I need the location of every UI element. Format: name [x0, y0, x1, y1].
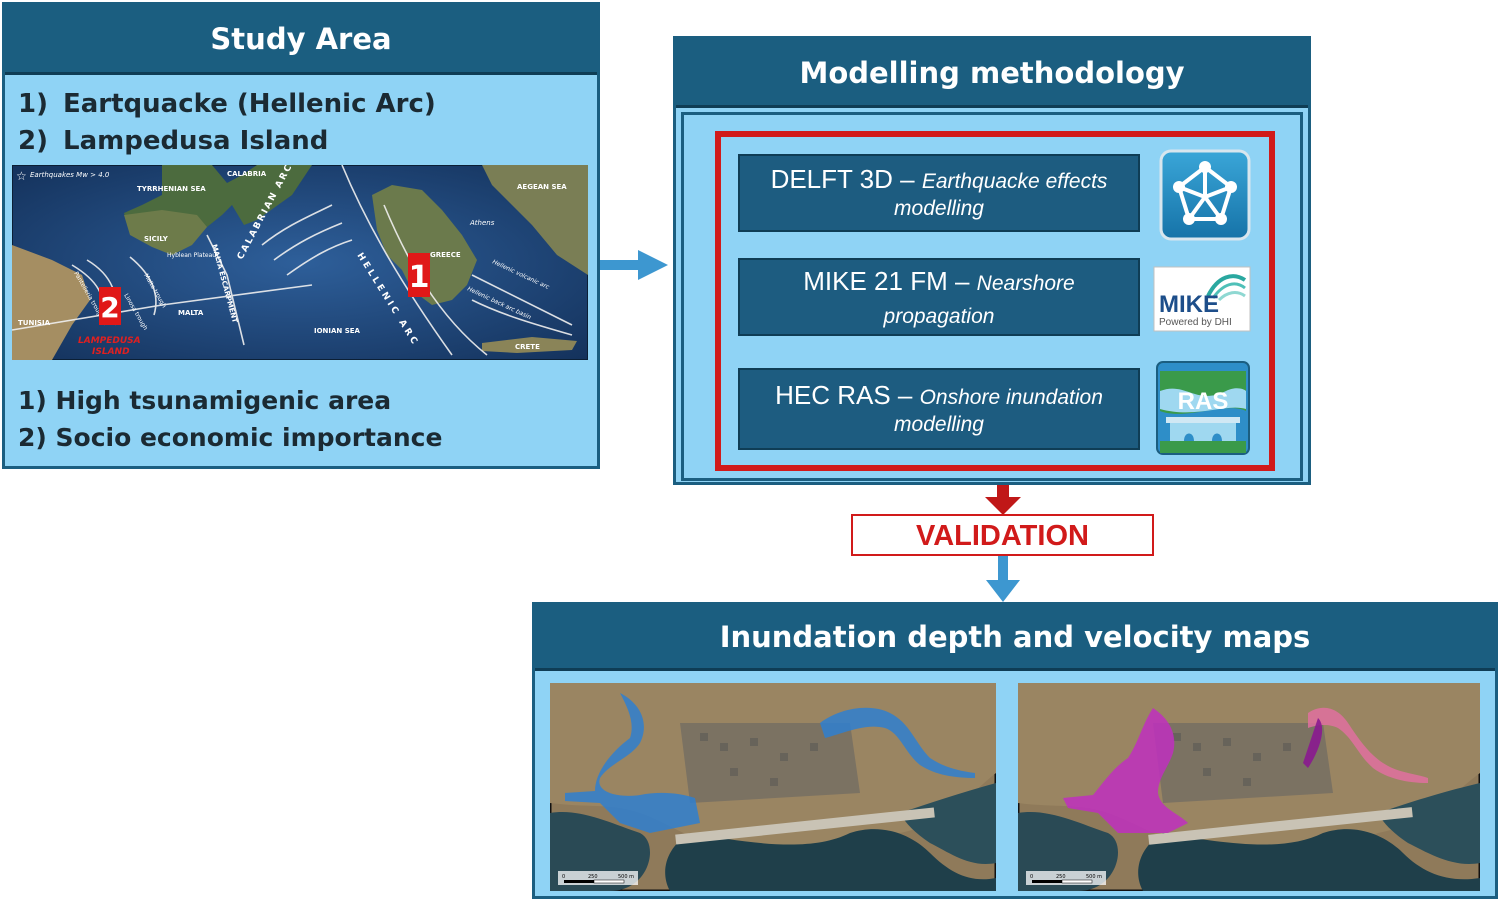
- velocity-scale-250: 250: [1056, 874, 1066, 880]
- velocity-flood-west: [1063, 708, 1188, 833]
- velocity-scale-0: 0: [1030, 874, 1033, 880]
- step-hecras: HEC RAS – Onshore inundation modelling: [738, 368, 1140, 450]
- velocity-flood-east: [1308, 707, 1428, 783]
- results-panel: Inundation depth and velocity maps 0 250…: [532, 602, 1498, 899]
- map-label-sicily: SICILY: [144, 235, 169, 243]
- step-mike21-sub2: propagation: [883, 305, 995, 328]
- results-title: Inundation depth and velocity maps: [535, 605, 1495, 671]
- map-land-turkey: [482, 165, 588, 275]
- map-marker-2-box: [99, 287, 121, 325]
- inundation-depth-map: 0 250 500 m: [550, 683, 996, 891]
- map-marker-1: 1: [409, 260, 430, 295]
- map-label-hyblean: Hyblean Plateau: [167, 252, 216, 259]
- map-legend-text: Earthquakes Mw > 4.0: [30, 171, 110, 179]
- ras-logo-icon: RAS: [1156, 361, 1250, 455]
- step-mike21: MIKE 21 FM – Nearshore propagation: [738, 258, 1140, 336]
- step-delft3d: DELFT 3D – Earthquacke effects modelling: [738, 154, 1140, 232]
- map-legend-star-icon: ☆: [16, 169, 27, 183]
- depth-flood-west: [565, 693, 700, 833]
- map-land-crete: [482, 337, 577, 353]
- study-item-2-text: Lampedusa Island: [63, 126, 329, 156]
- step-hecras-sub1: Onshore inundation: [919, 386, 1103, 409]
- map-land-greece: [372, 185, 477, 305]
- ras-logo-text: RAS: [1178, 388, 1229, 415]
- map-sea: [12, 165, 588, 360]
- map-label-lampedusa: LAMPEDUSA: [78, 336, 141, 346]
- map-label-aegean: AEGEAN SEA: [517, 183, 567, 191]
- map-marker-2: 2: [100, 291, 119, 324]
- validation-box: VALIDATION: [851, 514, 1154, 556]
- methodology-title: Modelling methodology: [676, 39, 1308, 108]
- map-label-tyrrhenian: TYRRHENIAN SEA: [137, 185, 206, 193]
- inundation-velocity-map: 0 250 500 m: [1018, 683, 1480, 891]
- step-delft3d-dash: –: [892, 164, 922, 194]
- delft3d-logo-icon: [1159, 149, 1251, 241]
- mike-logo-icon: MIKE Powered by DHI: [1153, 266, 1251, 332]
- study-item-1-text: Eartquacke (Hellenic Arc): [63, 89, 436, 119]
- velocity-scale-500: 500 m: [1086, 874, 1102, 880]
- map-label-crete: CRETE: [515, 343, 540, 351]
- mediterranean-map: ☆ Earthquakes Mw > 4.0 TYRRHENIAN SEA CA…: [12, 165, 588, 360]
- depth-flood-east: [820, 707, 975, 778]
- step-delft3d-main: DELFT 3D: [770, 164, 893, 194]
- map-label-athens: Athens: [469, 219, 495, 227]
- map-land-tunisia: [12, 245, 90, 360]
- map-label-ionian: IONIAN SEA: [314, 327, 361, 335]
- map-land-sicily: [124, 210, 207, 255]
- arrow-right: [600, 250, 668, 280]
- step-delft3d-sub2: modelling: [894, 197, 984, 220]
- step-hecras-dash: –: [890, 380, 920, 410]
- depth-scale-250: 250: [588, 874, 598, 880]
- study-item-2-num: 2): [18, 126, 48, 156]
- step-mike21-main: MIKE 21 FM: [803, 266, 948, 296]
- map-marker-1-box: [408, 253, 430, 297]
- step-mike21-dash: –: [947, 266, 977, 296]
- mike-logo-sub: Powered by DHI: [1159, 317, 1232, 328]
- arrow-down-blue: [986, 556, 1020, 602]
- map-label-malta: MALTA: [178, 309, 204, 317]
- methodology-panel: Modelling methodology DELFT 3D – Earthqu…: [673, 36, 1311, 485]
- depth-scale-0: 0: [562, 874, 565, 880]
- map-label-island: ISLAND: [92, 347, 130, 357]
- map-label-tunisia: TUNISIA: [18, 319, 51, 327]
- map-label-greece: GREECE: [430, 251, 461, 259]
- step-mike21-sub1: Nearshore: [976, 272, 1075, 295]
- study-area-panel: Study Area 1) Eartquacke (Hellenic Arc) …: [2, 2, 600, 469]
- step-hecras-sub2: modelling: [894, 413, 984, 436]
- study-area-title: Study Area: [5, 5, 597, 75]
- arrow-down-red: [985, 485, 1021, 515]
- study-item-1-num: 1): [18, 89, 48, 119]
- step-hecras-main: HEC RAS: [775, 380, 891, 410]
- depth-scale-500: 500 m: [618, 874, 634, 880]
- mike-logo-text: MIKE: [1159, 291, 1219, 318]
- study-bottom-2: 2) Socio economic importance: [18, 423, 443, 452]
- study-bottom-1: 1) High tsunamigenic area: [18, 386, 392, 415]
- map-label-calabria: CALABRIA: [227, 170, 267, 178]
- step-delft3d-sub1: Earthquacke effects: [921, 170, 1108, 193]
